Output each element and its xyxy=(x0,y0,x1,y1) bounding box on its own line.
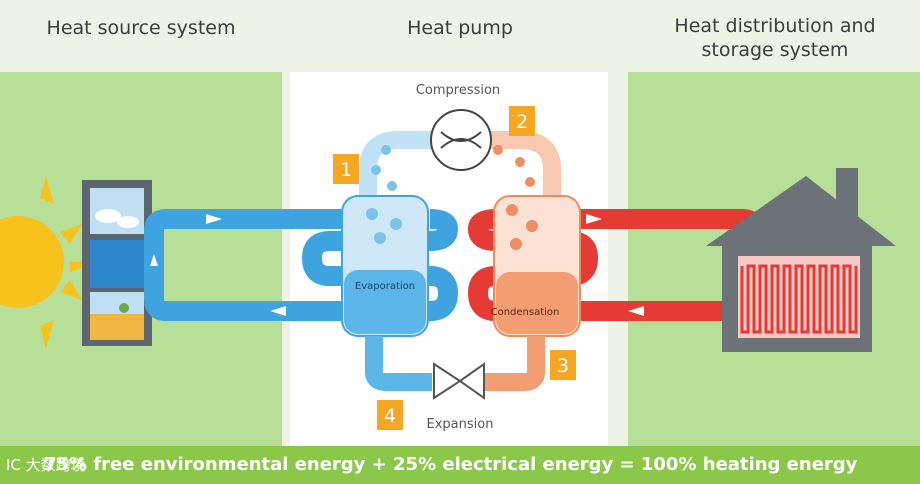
heat-pump-header: Heat pump xyxy=(407,17,513,39)
expansion-label: Expansion xyxy=(427,417,494,432)
step-4-number: 4 xyxy=(384,405,396,427)
house-icon xyxy=(706,168,896,352)
ground-collector xyxy=(82,180,152,346)
cold-loop xyxy=(144,209,458,321)
expansion-valve-icon xyxy=(433,362,485,400)
step-3-badge: 3 xyxy=(550,350,576,380)
heat-distribution-header-line1: Heat distribution and xyxy=(674,15,876,37)
sun-icon xyxy=(0,176,96,348)
compressor-icon xyxy=(359,109,561,210)
energy-footer-bar: 75% free environmental energy + 25% elec… xyxy=(0,446,920,484)
heat-source-header: Heat source system xyxy=(46,17,236,39)
watermark: IC 大数跨境 xyxy=(6,456,86,474)
step-1-badge: 1 xyxy=(333,154,359,184)
step-3-number: 3 xyxy=(557,355,569,377)
condensation-label: Condensation xyxy=(491,307,560,318)
condenser-vessel xyxy=(484,195,581,391)
warm-refrigerant-bubbles xyxy=(493,145,538,250)
cold-refrigerant-bubbles xyxy=(366,145,402,244)
energy-footer-text: 75% free environmental energy + 25% elec… xyxy=(44,454,858,475)
step-4-badge: 4 xyxy=(377,400,403,430)
compression-label: Compression xyxy=(416,83,500,98)
step-1-number: 1 xyxy=(340,159,352,181)
evaporator-vessel xyxy=(341,195,432,391)
heat-distribution-header-line2: storage system xyxy=(701,39,849,61)
evaporation-label: Evaporation xyxy=(355,281,415,292)
step-2-number: 2 xyxy=(516,111,528,133)
heat-distribution-header: Heat distribution and storage system xyxy=(630,0,920,84)
step-2-badge: 2 xyxy=(509,106,535,136)
